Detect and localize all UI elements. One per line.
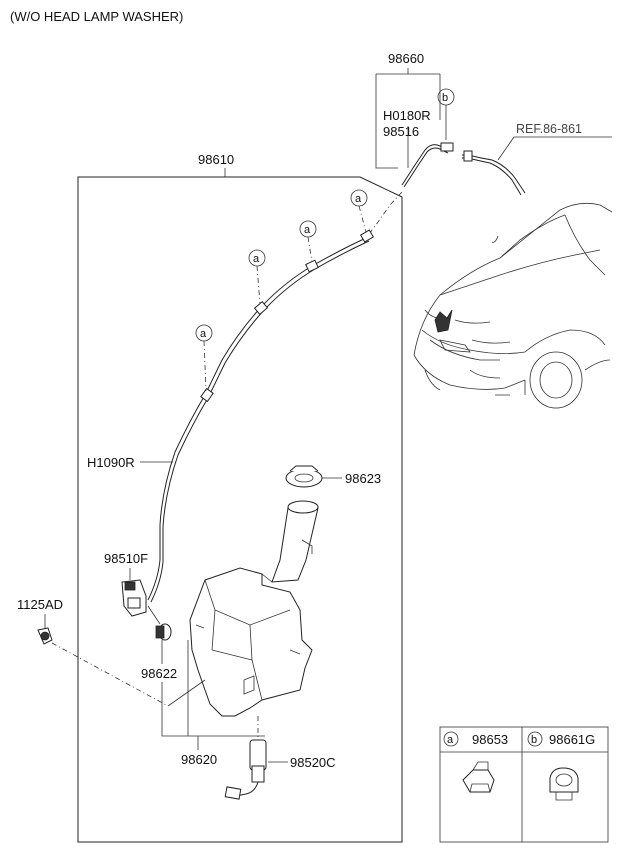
reservoir-cap [285,468,323,488]
label-98520c: 98520C [290,755,336,770]
sensor-wire [235,781,259,797]
leader-98622 [161,640,265,737]
reservoir-neck-joint [261,573,273,583]
ref-hose [462,154,526,194]
svg-text:a: a [447,734,454,746]
car-illustration [413,202,613,409]
filler-neck-tab [301,539,313,554]
legend-table [439,726,609,843]
label-ref: REF.86-861 [516,122,582,136]
nozzle-connector [440,142,454,152]
label-98610: 98610 [198,152,234,167]
hose-h1090r-inner [150,240,370,603]
callout-a-2: a [299,220,317,263]
pump-to-grommet [147,605,161,625]
svg-text:a: a [253,253,260,265]
ref-leader [497,136,515,161]
sensor-connector [224,786,242,800]
reservoir-cap-top [289,465,319,472]
callout-a-3: a [248,249,266,305]
assembly-frame [77,176,403,843]
reservoir-details [195,624,301,695]
svg-text:a: a [304,224,311,236]
level-sensor-base [251,765,265,783]
hose-h1090r [147,237,367,601]
ref-hose-inner [462,157,522,196]
label-h1090r: H1090R [87,455,135,470]
clip-4 [200,387,214,403]
legend-a-part: 98653 [472,732,508,747]
label-h0180r: H0180R [383,108,431,123]
bolt-head [40,631,50,641]
callout-a-4: a [195,324,213,392]
washer-pump-outlet [124,581,136,591]
svg-text:a: a [200,328,207,340]
label-98510f: 98510F [104,551,148,566]
hose-h0180r [401,144,449,186]
label-98516: 98516 [383,124,419,139]
callout-a-1: a [350,189,368,233]
washer-pump-connector [127,597,141,609]
clip-98661g-icon [549,767,579,801]
diagram-title: (W/O HEAD LAMP WASHER) [10,9,183,24]
legend-a: a 98653 [443,731,508,747]
clip-2 [305,259,319,273]
label-1125ad: 1125AD [17,597,63,612]
grommet-inner [155,625,165,639]
bolt-centerline [51,642,169,707]
clip-1 [359,229,375,243]
label-98660: 98660 [388,51,424,66]
svg-text:a: a [355,193,362,205]
hose-dash-top [365,191,403,239]
label-98623: 98623 [345,471,381,486]
hose-h0180r-inner [403,147,449,188]
callout-b-text: b [442,92,448,104]
reservoir-edges [204,579,291,701]
legend-b-part: 98661G [549,732,595,747]
reservoir-cap-inner [294,473,314,483]
svg-text:b: b [531,734,537,746]
label-98620: 98620 [181,752,217,767]
clip-3 [253,301,269,315]
label-98622: 98622 [141,666,177,681]
ref-connector [463,150,473,162]
legend-b: b 98661G [527,731,595,747]
leader-98660 [375,68,441,169]
filler-neck-opening [287,500,319,514]
clip-98653-icon [462,761,495,793]
